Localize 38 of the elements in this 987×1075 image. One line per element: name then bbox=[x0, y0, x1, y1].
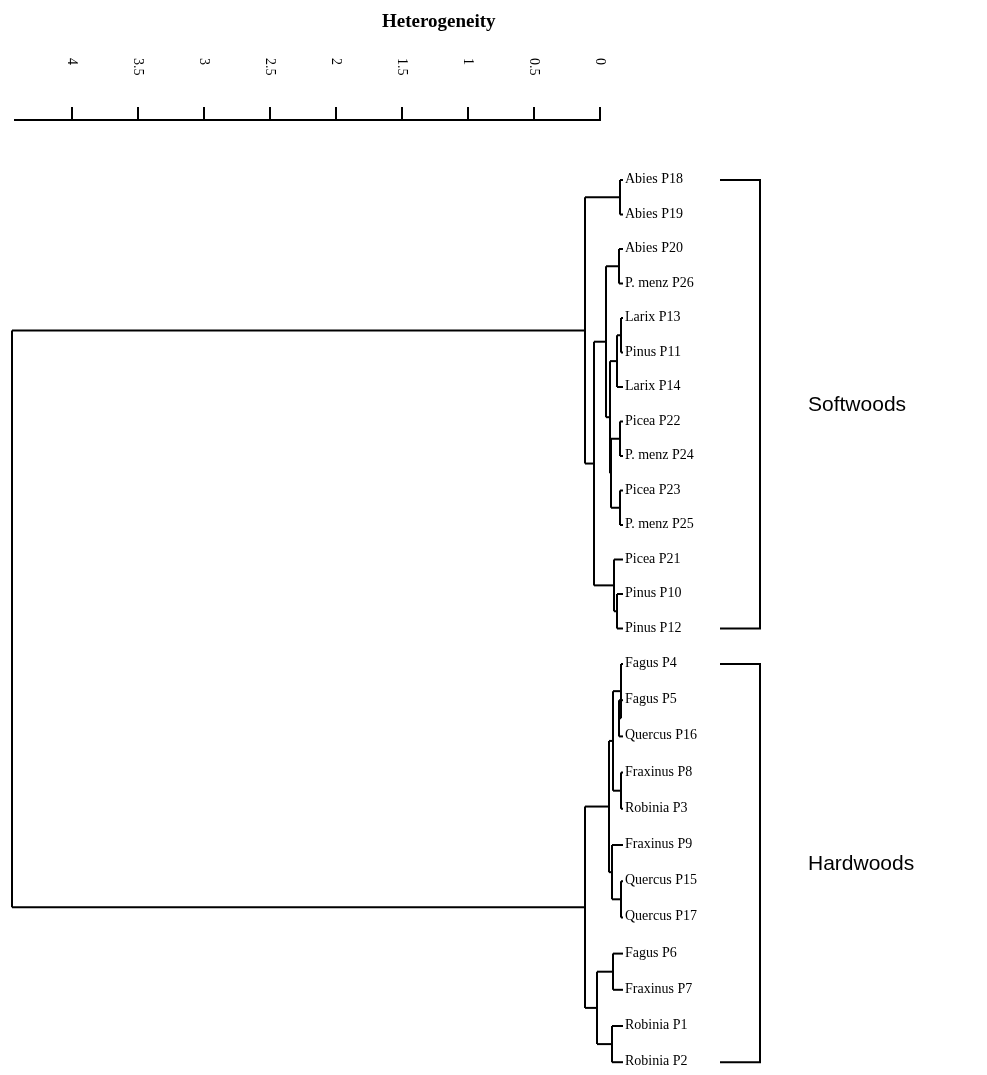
tick-label: 0 bbox=[593, 58, 607, 65]
tick-label: 0.5 bbox=[527, 58, 541, 76]
leaf-label: Quercus P15 bbox=[625, 872, 697, 889]
leaf-label: Pinus P11 bbox=[625, 343, 681, 360]
tick-label: 1 bbox=[461, 58, 475, 65]
tick-label: 1.5 bbox=[395, 58, 409, 76]
tick-label: 3 bbox=[197, 58, 211, 65]
leaf-label: Fagus P4 bbox=[625, 655, 677, 671]
leaf-label: Quercus P16 bbox=[625, 727, 697, 744]
leaf-label: Fraxinus P9 bbox=[625, 836, 693, 852]
group-label: Hardwoods bbox=[808, 851, 915, 876]
leaf-label: Abies P20 bbox=[625, 240, 683, 256]
leaf-label: Fraxinus P7 bbox=[625, 980, 693, 997]
axis-title: Heterogeneity bbox=[382, 10, 496, 32]
tick-label: 2 bbox=[329, 58, 343, 65]
leaf-label: Picea P22 bbox=[625, 412, 681, 429]
leaf-label: Picea P23 bbox=[625, 481, 681, 498]
leaf-label: Fraxinus P8 bbox=[625, 763, 693, 780]
leaf-label: P. menz P26 bbox=[625, 274, 694, 291]
leaf-label: Quercus P17 bbox=[625, 908, 697, 925]
leaf-label: Larix P13 bbox=[625, 309, 681, 325]
leaf-label: Fagus P5 bbox=[625, 691, 677, 708]
tick-label: 2.5 bbox=[263, 58, 277, 76]
leaf-label: Pinus P10 bbox=[625, 585, 682, 601]
leaf-label: Picea P21 bbox=[625, 550, 681, 567]
leaf-label: Fagus P6 bbox=[625, 944, 677, 961]
leaf-label: Pinus P12 bbox=[625, 619, 682, 636]
leaf-label: P. menz P25 bbox=[625, 516, 694, 532]
leaf-label: Robinia P1 bbox=[625, 1017, 688, 1033]
leaf-label: Robinia P2 bbox=[625, 1053, 688, 1070]
tick-label: 3.5 bbox=[131, 58, 145, 76]
leaf-label: Larix P14 bbox=[625, 378, 681, 394]
leaf-label: P. menz P24 bbox=[625, 447, 694, 463]
group-label: Softwoods bbox=[808, 392, 907, 417]
leaf-label: Abies P19 bbox=[625, 205, 683, 222]
leaf-label: Abies P18 bbox=[625, 171, 683, 187]
tick-label: 4 bbox=[65, 58, 79, 65]
leaf-label: Robinia P3 bbox=[625, 799, 688, 816]
